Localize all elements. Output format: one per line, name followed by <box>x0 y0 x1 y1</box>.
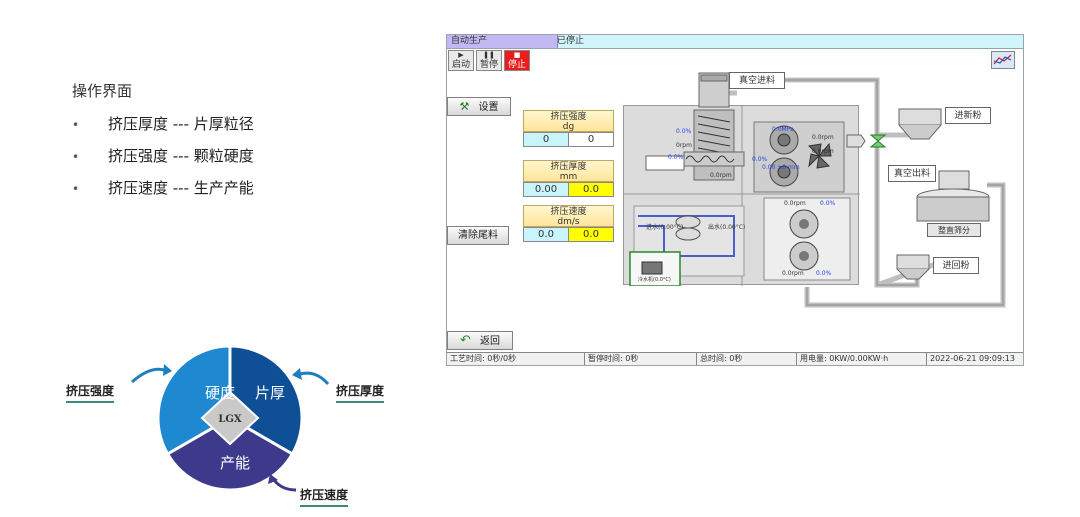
vacuum-discharge-label: 真空出料 <box>888 165 936 182</box>
bullet-marker: • <box>72 149 80 164</box>
param-thickness: 挤压厚度 mm 0.00 0.0 <box>523 160 614 197</box>
pipe-network <box>698 72 1006 308</box>
bullet-text: 挤压厚度 --- 片厚粒径 <box>108 115 254 133</box>
hmi-screen: 自动生产 已停止 ▶ 启动 ❚❚ 暂停 ■ 停止 ⚒ 设置 清除尾料 ↶ 返回 … <box>446 34 1024 366</box>
capacity-segment <box>165 416 295 492</box>
clear-residue-button[interactable]: 清除尾料 <box>447 226 509 245</box>
segment-label-thickness: 片厚 <box>255 384 285 402</box>
tools-icon: ⚒ <box>459 100 470 113</box>
param-value: 0 <box>524 133 569 146</box>
label-thickness: 挤压厚度 <box>336 382 385 403</box>
param-value: 0.00 <box>524 183 569 196</box>
power-usage: 用电量: 0KW/0.00KW·h <box>797 353 927 365</box>
segment-label-capacity: 产能 <box>220 454 250 472</box>
param-name: 挤压厚度 <box>550 162 587 172</box>
return-button[interactable]: ↶ 返回 <box>447 331 513 350</box>
label-speed: 挤压速度 <box>300 486 349 507</box>
bullet-item: • 挤压厚度 --- 片厚粒径 <box>72 113 254 134</box>
label-strength: 挤压强度 <box>66 382 115 403</box>
status-bar: 自动生产 已停止 <box>447 35 1023 49</box>
reading-pressure: 0.0MPa <box>772 126 794 133</box>
logo-text: LGX <box>218 414 242 425</box>
param-name: 挤压速度 <box>550 207 587 217</box>
param-setpoint-input[interactable]: 0.0 <box>569 183 613 196</box>
reading-chiller: 冷水机(0.0°C) <box>638 277 671 283</box>
footer-bar: 工艺时间: 0秒/0秒 暂停时间: 0秒 总时间: 0秒 用电量: 0KW/0.… <box>447 352 1023 365</box>
sieve-label: 整直筛分 <box>927 223 981 237</box>
stop-icon: ■ <box>513 51 521 59</box>
reading-rpm-5: 0.0rpm <box>784 200 806 207</box>
reading-rpm-3: 0.0rpm <box>812 148 834 155</box>
run-status: 已停止 <box>557 36 585 46</box>
param-name: 挤压强度 <box>550 112 587 122</box>
reading-temp-out: 出水(0.00°C) <box>708 224 746 231</box>
bullet-item: • 挤压速度 --- 生产产能 <box>72 177 254 198</box>
parameter-cycle-diagram: 硬度 片厚 产能 LGX <box>131 344 330 492</box>
param-unit: dm/s <box>557 217 580 227</box>
trend-chart-icon <box>993 54 1012 65</box>
reading-rpm-1: 0rpm <box>676 142 692 149</box>
bullet-marker: • <box>72 181 80 196</box>
start-button[interactable]: ▶ 启动 <box>448 50 474 71</box>
reading-rpm-4: 0.0rpm <box>710 172 732 179</box>
trend-chart-button[interactable] <box>991 51 1015 69</box>
reading-pct-3: 0.0% <box>752 156 768 163</box>
bullet-marker: • <box>72 117 80 132</box>
vacuum-feed-label: 真空进料 <box>729 72 785 89</box>
machine-drawing <box>624 106 860 286</box>
pause-time: 暂停时间: 0秒 <box>585 353 697 365</box>
reading-rpm-6: 0.0rpm <box>782 270 804 277</box>
pause-button[interactable]: ❚❚ 暂停 <box>476 50 502 71</box>
pause-icon: ❚❚ <box>483 51 495 59</box>
reading-rpm-2: 0.0rpm <box>812 134 834 141</box>
arrow-thickness-icon <box>299 371 330 386</box>
settings-button[interactable]: ⚒ 设置 <box>447 97 511 116</box>
reading-temp-in: 进水(0.00°C) <box>646 224 684 231</box>
param-unit: dg <box>562 122 575 132</box>
segment-label-hardness: 硬度 <box>205 384 235 402</box>
param-unit: mm <box>559 172 578 182</box>
arrow-speed-icon <box>272 479 297 492</box>
arrow-strength-icon <box>131 367 165 384</box>
datetime: 2022-06-21 09:09:13 <box>930 354 1015 363</box>
return-arrow-icon: ↶ <box>459 333 471 348</box>
param-setpoint-input[interactable]: 0 <box>569 133 613 146</box>
return-powder-label: 进回粉 <box>933 257 979 274</box>
param-value: 0.0 <box>524 228 569 241</box>
machine-schematic: 0.0% 0rpm 0.0% 0.0MPa 0.0rpm 0.0rpm 0.0%… <box>623 105 860 286</box>
reading-pct-4: 0.0% <box>820 200 836 207</box>
mode-label: 自动生产 <box>447 35 558 48</box>
param-setpoint-input[interactable]: 0.0 <box>569 228 613 241</box>
reading-gap: 0.00 ±0 mm <box>762 164 800 171</box>
reading-pct-5: 0.0% <box>816 270 832 277</box>
logo-diamond <box>200 390 260 446</box>
bullet-text: 挤压速度 --- 生产产能 <box>108 179 254 197</box>
param-speed: 挤压速度 dm/s 0.0 0.0 <box>523 205 614 242</box>
stop-button[interactable]: ■ 停止 <box>504 50 530 71</box>
total-time: 总时间: 0秒 <box>697 353 797 365</box>
bullet-text: 挤压强度 --- 颗粒硬度 <box>108 147 254 165</box>
param-strength: 挤压强度 dg 0 0 <box>523 110 614 147</box>
new-powder-label: 进新粉 <box>945 107 991 124</box>
process-time: 工艺时间: 0秒/0秒 <box>447 353 585 365</box>
reading-pct-2: 0.0% <box>668 154 684 161</box>
reading-pct-1: 0.0% <box>676 128 692 135</box>
section-title: 操作界面 <box>72 82 133 100</box>
bullet-item: • 挤压强度 --- 颗粒硬度 <box>72 145 254 166</box>
play-icon: ▶ <box>458 51 464 59</box>
